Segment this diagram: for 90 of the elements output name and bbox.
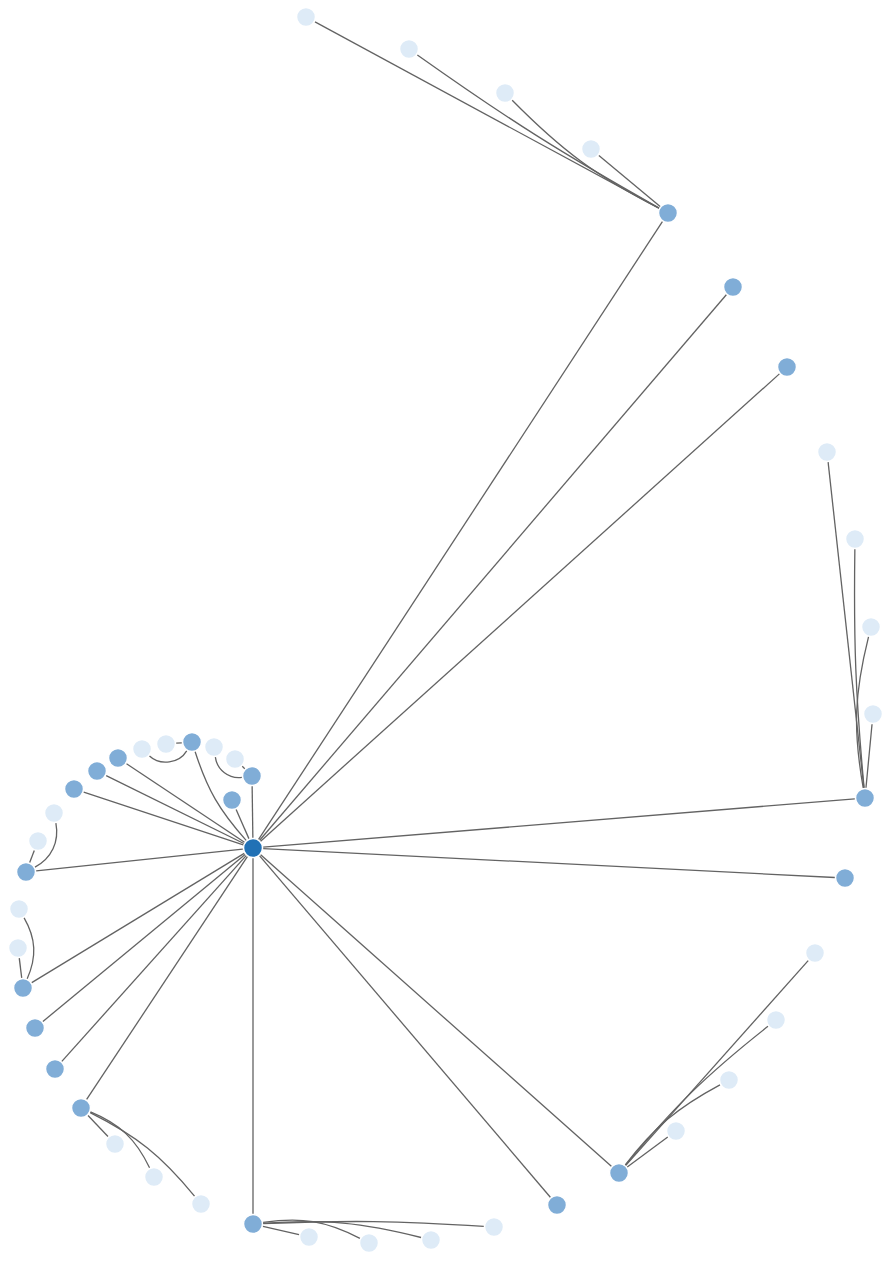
graph-node <box>155 733 177 755</box>
edge-line <box>214 756 243 779</box>
edge-line <box>89 1111 151 1169</box>
graph-node <box>241 765 263 787</box>
edge-line <box>86 855 248 1101</box>
graph-node <box>295 6 317 28</box>
edge-line <box>865 723 873 789</box>
edge-line <box>259 855 551 1198</box>
edge-line <box>89 1111 196 1197</box>
graph-node <box>765 1009 787 1031</box>
graph-node <box>104 1133 126 1155</box>
graph-node <box>298 1226 320 1248</box>
graph-node <box>242 837 264 859</box>
edge-line <box>853 548 865 789</box>
edge-line <box>194 751 247 842</box>
edge-line <box>251 785 254 839</box>
graph-node <box>580 138 602 160</box>
edge-line <box>105 774 245 845</box>
edge-line <box>23 917 35 980</box>
graph-node <box>24 1017 46 1039</box>
edge-line <box>626 1136 669 1168</box>
graph-node <box>665 1120 687 1142</box>
graph-node <box>224 748 246 770</box>
edge-line <box>29 849 35 864</box>
graph-node <box>203 736 225 758</box>
graph-node <box>242 1213 264 1235</box>
edge-line <box>262 847 836 879</box>
edge-line <box>241 765 246 770</box>
graph-node <box>358 1232 380 1254</box>
edge-line <box>259 294 727 841</box>
graph-node <box>15 861 37 883</box>
edge-line <box>624 1084 721 1166</box>
graph-node <box>776 356 798 378</box>
graph-node <box>860 616 882 638</box>
edge-line <box>257 220 664 841</box>
graph-node <box>221 789 243 811</box>
graph-node <box>608 1162 630 1184</box>
graph-node <box>420 1229 442 1251</box>
graph-node <box>12 977 34 999</box>
graph-node <box>7 937 29 959</box>
graph-node <box>190 1193 212 1215</box>
edge-line <box>625 960 809 1166</box>
graph-node <box>63 778 85 800</box>
edge-line <box>35 848 244 872</box>
graph-node <box>816 441 838 463</box>
edge-line <box>624 1025 769 1166</box>
edge-line <box>260 854 612 1167</box>
graph-node <box>43 802 65 824</box>
graph-node <box>107 747 129 769</box>
edge-line <box>262 1219 361 1239</box>
graph-node <box>854 787 876 809</box>
edge-line <box>262 798 856 848</box>
graph-node <box>862 703 884 725</box>
edge-line <box>598 154 661 208</box>
edge-line <box>262 1220 485 1227</box>
edge-line <box>148 750 188 763</box>
graph-node <box>834 867 856 889</box>
edge-line <box>34 822 58 868</box>
edge-line <box>262 1225 300 1236</box>
graph-node <box>657 202 679 224</box>
graph-node <box>44 1058 66 1080</box>
graph-node <box>27 830 49 852</box>
edge-line <box>42 853 246 1023</box>
edge-line <box>175 742 183 744</box>
edge-line <box>87 1114 109 1138</box>
edge-line <box>855 636 870 789</box>
edge-line <box>83 791 244 846</box>
graph-node <box>398 38 420 60</box>
graph-node <box>8 898 30 920</box>
edge-line <box>31 852 245 984</box>
edge-line <box>125 763 246 843</box>
graph-node <box>844 528 866 550</box>
graph-node <box>718 1069 740 1091</box>
graph-node <box>483 1216 505 1238</box>
graph-node <box>804 942 826 964</box>
graph-node <box>722 276 744 298</box>
graph-node <box>86 760 108 782</box>
edge-line <box>61 855 247 1062</box>
graph-node <box>546 1194 568 1216</box>
edge-line <box>235 808 250 840</box>
graph-node <box>494 82 516 104</box>
graph-node <box>70 1097 92 1119</box>
edge-line <box>259 373 781 842</box>
edge-line <box>416 54 660 209</box>
edge-line <box>252 857 254 1215</box>
graph-node <box>131 738 153 760</box>
edge-line <box>18 957 23 979</box>
graph-node <box>181 731 203 753</box>
graph-node <box>143 1166 165 1188</box>
edge-line <box>511 99 660 209</box>
